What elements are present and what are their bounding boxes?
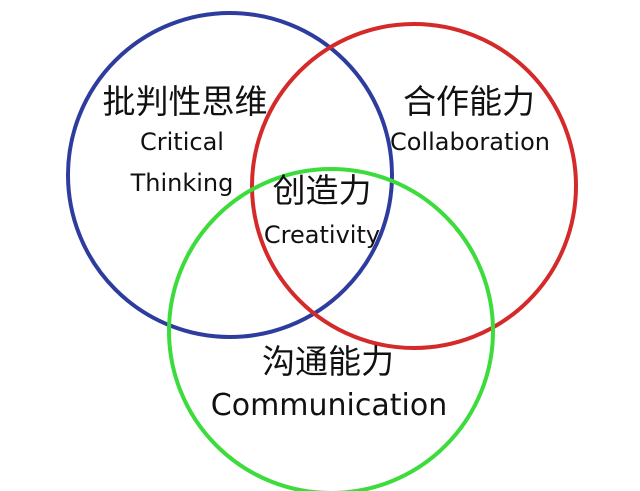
collaboration-circle [250,22,578,350]
collaboration-label-zh: 合作能力 [403,82,535,121]
critical-thinking-label-en-line1: Critical [140,128,224,156]
creativity-label-en: Creativity [264,221,380,249]
critical-thinking-circle [66,11,394,339]
creativity-label-zh: 创造力 [273,171,372,210]
communication-label-zh: 沟通能力 [262,342,394,381]
critical-thinking-label-zh: 批判性思维 [103,82,268,121]
communication-circle [167,167,495,491]
critical-thinking-label-en-line2: Thinking [130,169,234,197]
communication-label-en: Communication [211,388,447,423]
collaboration-label-en: Collaboration [390,128,550,156]
